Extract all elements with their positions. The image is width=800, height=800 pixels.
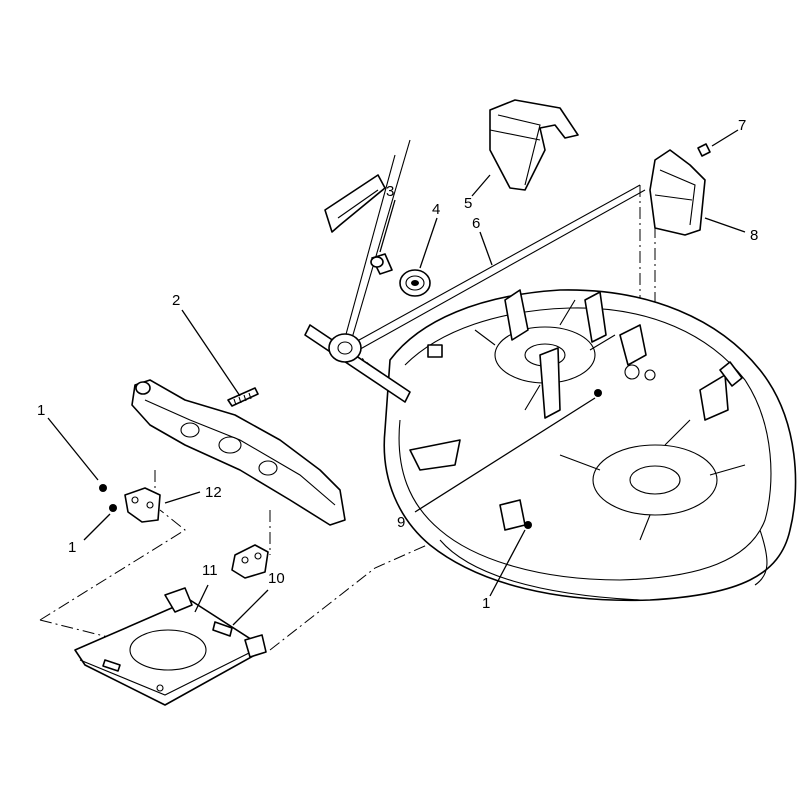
lower-bracket <box>231 544 269 579</box>
callout-12: 12 <box>205 484 222 501</box>
belt-guard-left <box>489 99 579 191</box>
deck-bolt-icon <box>594 389 602 397</box>
leader-lines <box>47 129 746 626</box>
shoulder-bolt <box>370 253 393 275</box>
belt-guard-right <box>649 149 706 236</box>
callout-10: 10 <box>268 570 285 587</box>
idler-pulley <box>399 269 431 297</box>
callout-8: 8 <box>750 227 758 244</box>
callout-6: 6 <box>472 215 480 232</box>
drive-belt <box>344 139 646 353</box>
idler-bracket <box>324 174 386 233</box>
callout-1-nut-upper: 1 <box>37 402 45 419</box>
idler-pulley-assembly <box>304 324 411 403</box>
callout-2: 2 <box>172 292 180 309</box>
plate-bolt <box>102 621 233 672</box>
callout-5: 5 <box>464 195 472 212</box>
nut-icon <box>99 484 107 492</box>
hanger-bolt <box>227 387 259 407</box>
skid-plate <box>74 587 267 706</box>
callout-1-deck-nut: 1 <box>482 595 490 612</box>
front-hanger-bracket <box>131 379 346 526</box>
callout-11: 11 <box>202 562 218 579</box>
callout-4: 4 <box>432 201 440 218</box>
hex-nuts <box>99 484 117 512</box>
deck-nut-icon <box>524 521 532 529</box>
small-bracket <box>124 487 161 523</box>
guard-screw <box>697 143 711 157</box>
mower-deck-housing <box>383 289 797 602</box>
callout-3: 3 <box>386 183 394 200</box>
callout-9: 9 <box>397 514 405 531</box>
callout-7: 7 <box>738 117 746 134</box>
callout-labels: 1 1 1 2 3 4 5 6 7 8 9 10 11 12 <box>37 117 758 612</box>
nut-icon <box>109 504 117 512</box>
callout-1-nut-lower: 1 <box>68 539 76 556</box>
